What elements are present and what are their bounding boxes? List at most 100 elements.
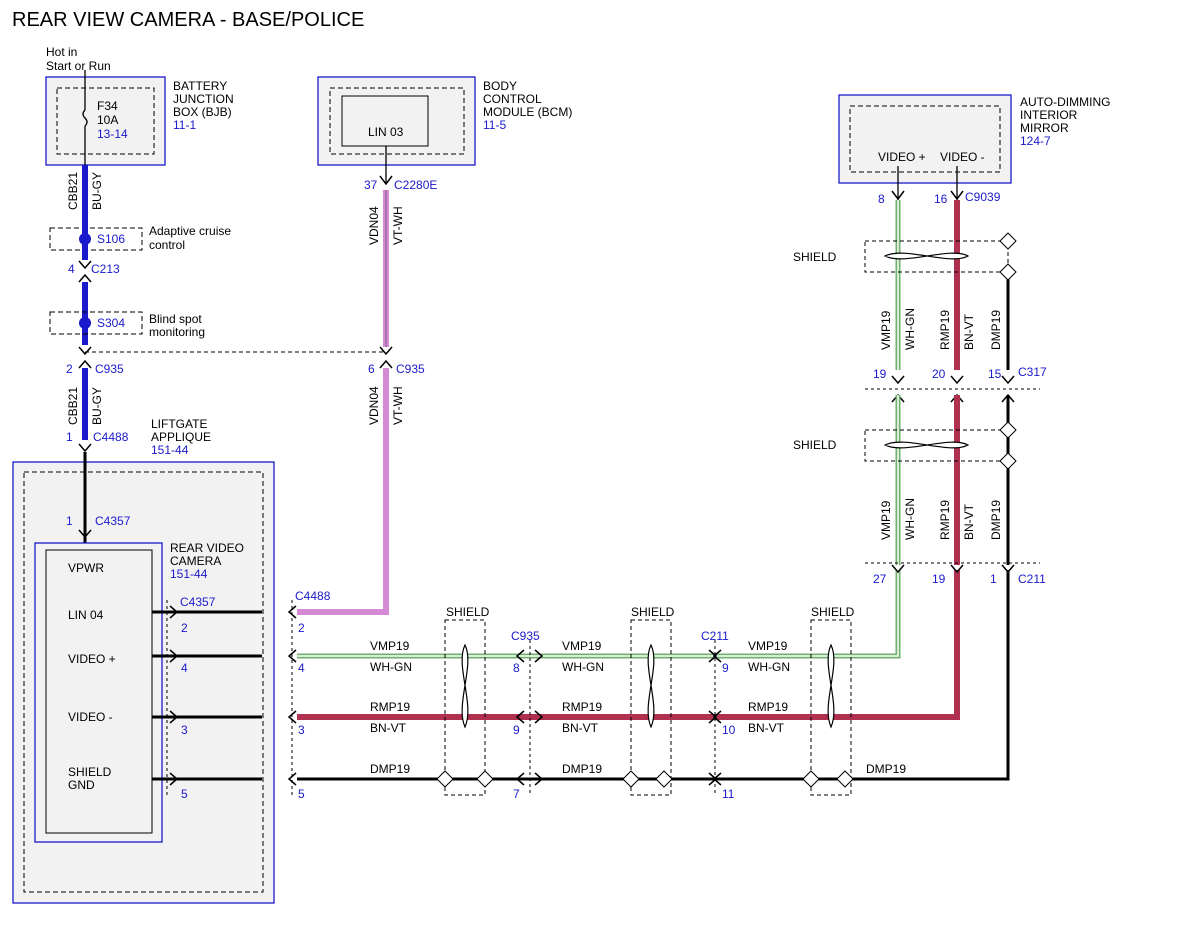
shield-1-label: SHIELD [446, 605, 490, 619]
c4357-connector[interactable]: C4357 [180, 595, 216, 609]
mirror-box[interactable] [838, 94, 1012, 184]
wire-vdn04-color-lower: VT-WH [391, 386, 405, 425]
c211r-rmp-arrow-icon [950, 564, 964, 574]
c4488-lin-arrow-icon [287, 605, 297, 619]
c211-pin-vminus: 10 [722, 723, 736, 737]
vmp19-vert-upper: VMP19 [879, 310, 893, 350]
wire-vdn04-circuit-lower: VDN04 [367, 386, 381, 425]
bjb-ref[interactable]: 11-1 [173, 118, 196, 132]
camera-inner-box [45, 549, 153, 834]
c4357-pin-shield: 5 [181, 787, 188, 801]
c211-bottom-connector[interactable]: C211 [701, 629, 729, 643]
drain-diamond-upper-b-icon [999, 263, 1017, 281]
bjb-name-line1: BATTERY [173, 79, 227, 93]
wire-cbb21-color-lower: BU-GY [90, 387, 104, 425]
c4488-connector[interactable]: C4488 [295, 589, 331, 603]
drain-diamond-1b-icon [476, 770, 494, 788]
c935-bottom-connector[interactable]: C935 [511, 629, 540, 643]
c4357-vminus-arrow-icon [169, 710, 179, 724]
c935-mid-arrow-icon [379, 346, 393, 356]
splice-s106-label1: Adaptive cruise [149, 224, 231, 238]
wire-vdn04-lower[interactable] [297, 368, 389, 615]
mirror-connector[interactable]: C9039 [965, 190, 1001, 204]
splice-s106-label2: control [149, 238, 185, 252]
c211r-pin-rmp: 19 [932, 572, 946, 586]
c4488-top-pin: 1 [66, 430, 73, 444]
wire-cbb21-circuit-upper: CBB21 [66, 172, 80, 210]
wh-gn-label-c: WH-GN [748, 660, 790, 674]
c211-shield-arrow2-icon [712, 772, 722, 786]
liftgate-ref[interactable]: 151-44 [151, 443, 189, 457]
c211r-pin-dmp: 1 [990, 572, 997, 586]
c4357-top-connector[interactable]: C4357 [95, 514, 131, 528]
wire-cbb21-color-upper: BU-GY [90, 172, 104, 210]
c4488-top-connector[interactable]: C4488 [93, 430, 129, 444]
c317-vmp-arrow-icon [891, 375, 905, 385]
c317-dmp-arrow-icon [1001, 375, 1015, 385]
c317-pin-rmp: 20 [932, 367, 946, 381]
shield-lower-box [864, 429, 1009, 462]
bcm-box[interactable] [317, 76, 476, 166]
camera-pin-lin: LIN 04 [68, 608, 104, 622]
c211-vminus-arrow2-icon [712, 710, 722, 724]
drain-diamond-upper-a-icon [999, 232, 1017, 250]
c211-pin-vplus: 9 [722, 661, 729, 675]
mirror-arrow-vplus-icon [891, 190, 905, 201]
splice-s304-box [49, 311, 143, 335]
bjb-box[interactable] [45, 76, 166, 166]
c213-connector[interactable]: C213 [91, 262, 120, 276]
c935-mid-arrow-up-icon [379, 359, 393, 369]
camera-ref[interactable]: 151-44 [170, 567, 208, 581]
camera-pin-vpwr: VPWR [68, 561, 104, 575]
liftgate-inner-box [23, 471, 264, 893]
mirror-pin8: 8 [878, 192, 885, 206]
mirror-pin-video-plus: VIDEO + [878, 150, 926, 164]
c4488-shield-arrow-icon [287, 772, 297, 786]
c935-left-connector[interactable]: C935 [95, 362, 124, 376]
c211-vplus-arrow-icon [708, 649, 718, 663]
c317-connector[interactable]: C317 [1018, 365, 1047, 379]
bn-vt-label-c: BN-VT [748, 721, 785, 735]
liftgate-name-line2: APPLIQUE [151, 430, 211, 444]
c935-left-arrow-up-icon [78, 359, 92, 369]
splice-s106[interactable]: S106 [97, 232, 125, 246]
shield-2-box [630, 619, 672, 796]
splice-s304[interactable]: S304 [97, 316, 125, 330]
c211-vplus-arrow2-icon [712, 649, 722, 663]
dmp19-label-c: DMP19 [866, 762, 906, 776]
shield-lower-twist-icon [883, 441, 970, 449]
rmp19-label-b: RMP19 [562, 700, 602, 714]
c4357-pin-lin: 2 [181, 621, 188, 635]
bcm-connector[interactable]: C2280E [394, 178, 437, 192]
splice-s106-dot-icon [79, 233, 91, 245]
shield-upper-box [864, 240, 1009, 273]
drain-diamond-lower-b-icon [999, 452, 1017, 470]
mirror-ref[interactable]: 124-7 [1020, 134, 1051, 148]
drain-diamond-lower-a-icon [999, 421, 1017, 439]
power-note-line2: Start or Run [46, 59, 111, 73]
drain-diamond-2a-icon [622, 770, 640, 788]
mirror-pin16: 16 [934, 192, 948, 206]
fuse-ref[interactable]: 13-14 [97, 127, 128, 141]
wire-vmp19-bottom-stripe [297, 570, 899, 657]
wire-dmp19-bottom[interactable] [297, 570, 1010, 781]
c317-pin-dmp: 15 [988, 367, 1002, 381]
c317-rmp-arrow-icon [950, 375, 964, 385]
c4357-pin-vplus: 4 [181, 661, 188, 675]
camera-name-line1: REAR VIDEO [170, 541, 244, 555]
c211r-pin-vmp: 27 [873, 572, 887, 586]
drain-diamond-3b-icon [836, 770, 854, 788]
splice-s304-label2: monitoring [149, 325, 205, 339]
dmp19-vert-upper: DMP19 [989, 310, 1003, 350]
bcm-pin-box [341, 95, 429, 147]
c935-left-arrow-icon [78, 346, 92, 356]
c935-mid-connector[interactable]: C935 [396, 362, 425, 376]
c211r-vmp-arrow-icon [891, 564, 905, 574]
bcm-ref[interactable]: 11-5 [483, 118, 506, 132]
mirror-arrow-vminus-icon [950, 190, 964, 201]
c4488-vplus-arrow-icon [287, 649, 297, 663]
c211-shield-arrow-icon [708, 772, 718, 786]
c211-right-connector[interactable]: C211 [1018, 572, 1046, 586]
vmp19-label-c: VMP19 [748, 639, 788, 653]
